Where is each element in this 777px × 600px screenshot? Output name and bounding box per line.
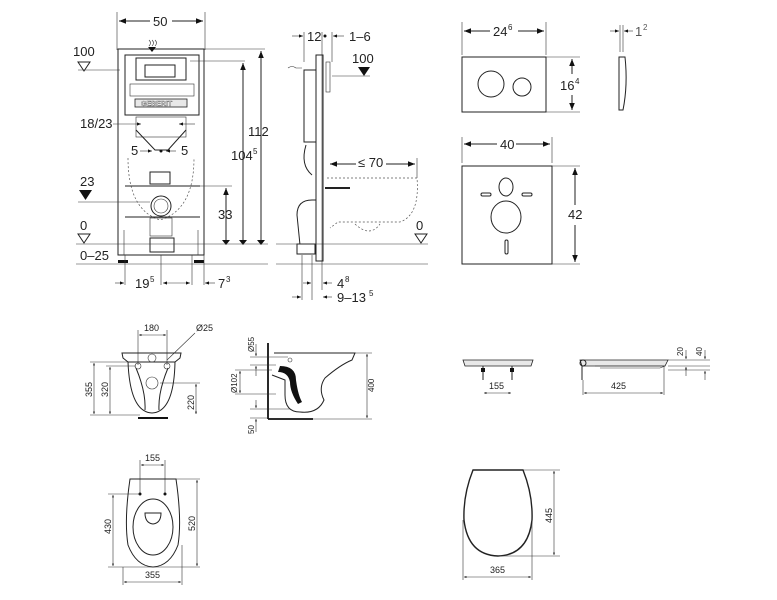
svg-text:4: 4 <box>575 77 580 86</box>
dim-mat-height: 42 <box>568 207 582 222</box>
svg-text:6: 6 <box>508 23 513 32</box>
dim-seat-hinge-spacing: 155 <box>489 381 504 391</box>
dim-top-depth-bolts: 430 <box>103 519 113 534</box>
dim-seat-thickness-b: 40 <box>695 347 704 356</box>
dim-seat-width: 365 <box>490 565 505 575</box>
dim-top-width: 355 <box>145 570 160 580</box>
seat-top-view: 445 365 <box>462 469 560 580</box>
brand-logo: GEBERIT <box>141 101 173 108</box>
dim-drain-height: 33 <box>218 207 232 222</box>
dim-side-bottom-a: 4 <box>337 276 344 291</box>
dim-wc-bolt-diameter: Ø25 <box>196 323 213 333</box>
dim-wc-bolt-spacing: 180 <box>144 323 159 333</box>
side-level-100-label: 100 <box>352 51 374 66</box>
svg-text:2: 2 <box>643 23 648 32</box>
dim-plate-height: 16 <box>560 78 574 93</box>
dim-side-bottom-b: 9–13 <box>337 290 366 305</box>
dim-seat-length: 425 <box>611 381 626 391</box>
dim-frame-width: 50 <box>153 14 167 29</box>
svg-text:5: 5 <box>369 289 374 298</box>
dim-wc-projection: ≤ 70 <box>358 155 383 170</box>
dim-offset-right: 5 <box>181 143 188 158</box>
dim-wc-height-bolts: 320 <box>100 382 110 397</box>
dim-frame-height-inner: 104 <box>231 148 253 163</box>
level-0-label: 0 <box>80 218 87 233</box>
seat-side-view: 20 40 425 <box>579 347 710 395</box>
sound-insulation-mat-view: 40 42 <box>461 137 582 265</box>
wc-side-view: Ø55 Ø102 50 400 <box>230 336 376 434</box>
svg-text:5: 5 <box>253 147 258 156</box>
dim-bottom-right: 7 <box>218 276 225 291</box>
dim-wc-base: 50 <box>247 425 256 434</box>
side-level-0-label: 0 <box>416 218 423 233</box>
floor-range-label: 0–25 <box>80 248 109 263</box>
dim-wc-inlet: Ø55 <box>247 336 256 352</box>
full-flush-button-icon <box>477 70 505 98</box>
dim-wc-height-total: 355 <box>84 382 94 397</box>
dim-seat-thickness-a: 20 <box>676 347 685 356</box>
dim-bottom-left: 19 <box>135 276 149 291</box>
dim-top-depth-total: 520 <box>187 516 197 531</box>
dim-wall-adjust: 1–6 <box>349 29 371 44</box>
dim-seat-depth: 445 <box>544 508 554 523</box>
level-23-label: 23 <box>80 174 94 189</box>
dim-wc-height-outlet: 220 <box>186 395 196 410</box>
seat-front-view: 155 <box>462 359 534 394</box>
level-marker-filled-icon <box>79 190 92 200</box>
flush-plate-view: 24 6 16 4 1 2 <box>461 22 648 113</box>
dim-mat-width: 40 <box>500 137 514 152</box>
dim-offset-left: 5 <box>131 143 138 158</box>
frame-front-view: 50 100 GEBERIT 18/23 5 5 <box>73 12 269 291</box>
wc-front-view: 180 Ø25 355 320 220 <box>84 323 213 419</box>
frame-side-view: 12 1–6 100 ≤ 70 0 4 8 <box>276 29 428 305</box>
dim-frame-height-total: 112 <box>248 124 269 139</box>
dim-wc-outlet: Ø102 <box>230 373 239 393</box>
wc-top-view: 155 430 520 355 <box>103 453 200 585</box>
svg-text:5: 5 <box>150 275 155 284</box>
svg-text:8: 8 <box>345 275 350 284</box>
level-marker-icon <box>77 61 91 72</box>
level-100-label: 100 <box>73 44 95 59</box>
half-flush-button-icon <box>512 77 532 97</box>
dim-top-bolt-spacing: 155 <box>145 453 160 463</box>
dim-wc-height: 400 <box>367 378 376 392</box>
dim-plate-width: 24 <box>493 24 507 39</box>
dim-flush-pipe: 18/23 <box>80 116 113 131</box>
dim-plate-thickness: 1 <box>635 24 642 39</box>
dim-frame-depth: 12 <box>307 29 321 44</box>
svg-text:3: 3 <box>226 275 231 284</box>
